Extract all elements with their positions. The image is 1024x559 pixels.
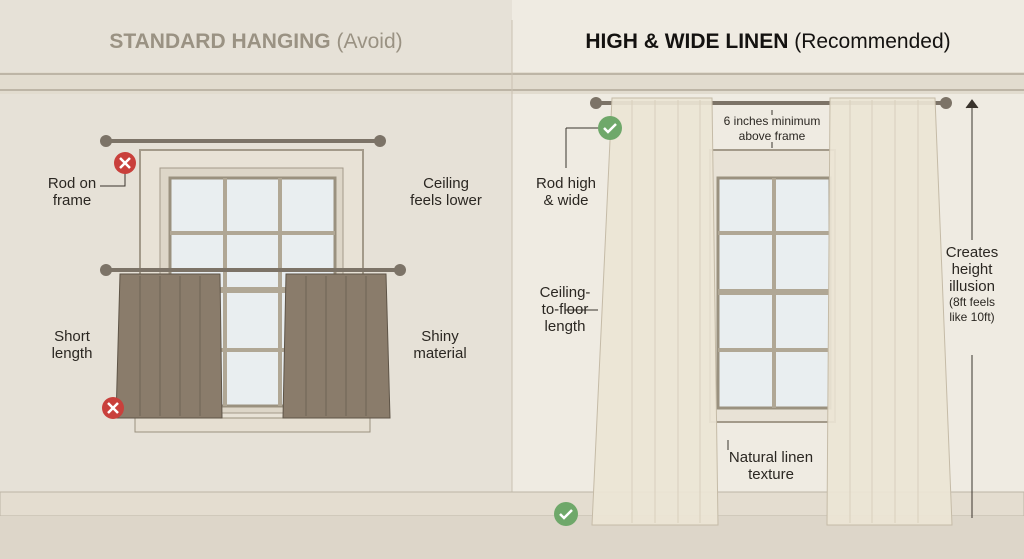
short-curtains xyxy=(115,273,391,419)
linen-curtains xyxy=(591,97,953,526)
x-icon-rod xyxy=(114,152,136,174)
x-icon-length xyxy=(102,397,124,419)
right-title: HIGH & WIDE LINEN (Recommended) xyxy=(585,30,951,53)
right-window xyxy=(709,149,836,423)
left-rod-low xyxy=(100,264,406,276)
left-rod-high xyxy=(100,135,386,147)
leader-lines xyxy=(100,99,979,518)
label-rod-high-wide: Rod high& wide xyxy=(535,175,597,209)
check-icon-floor xyxy=(554,502,578,526)
left-title: STANDARD HANGING (Avoid) xyxy=(109,30,403,53)
check-icon-rod xyxy=(598,116,622,140)
